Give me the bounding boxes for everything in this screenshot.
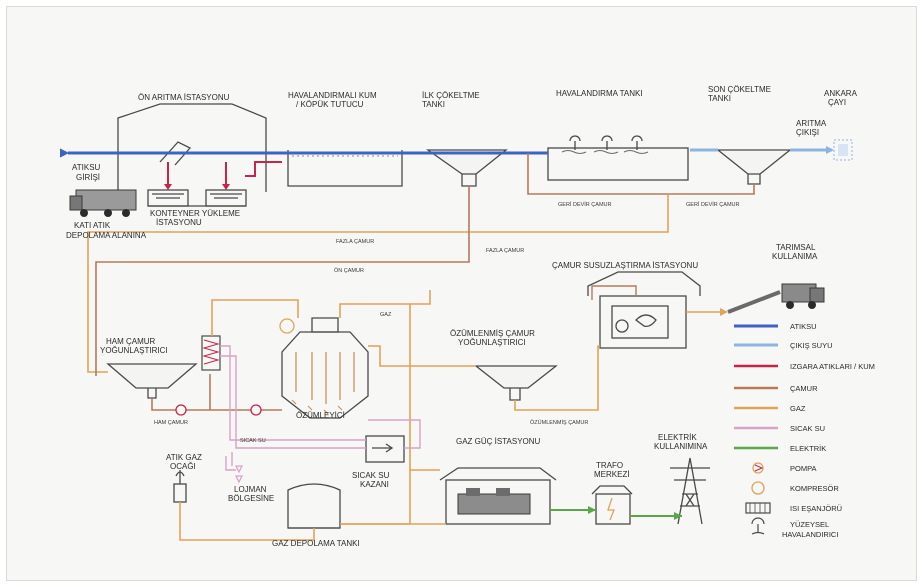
digested-sludge-thickener	[474, 365, 558, 389]
agri-truck-icon	[727, 283, 825, 314]
label-konteyner-2: İSTASYONU	[156, 218, 202, 227]
label-elektrik-2: KULLANIMINA	[654, 442, 708, 451]
raw-sludge-thickener	[106, 363, 198, 389]
power-pylon-icon	[670, 457, 710, 525]
label-gaz-guc: GAZ GÜÇ İSTASYONU	[456, 437, 541, 446]
legend-cikis: ÇIKIŞ SUYU	[790, 341, 833, 350]
label-sicak-su-small: SICAK SU	[240, 438, 266, 444]
gas-flare-icon	[173, 470, 187, 503]
label-kati-atik-2: DEPOLAMA ALANINA	[66, 231, 147, 240]
label-ham-camur-small: HAM ÇAMUR	[154, 420, 188, 426]
final-settling-tank	[716, 149, 792, 175]
label-gaz-small: GAZ	[380, 312, 392, 318]
label-gaz-depolama: GAZ DEPOLAMA TANKI	[272, 539, 360, 548]
dewatering-pump-icon	[615, 319, 629, 333]
lojman-outlet-icon	[235, 465, 243, 484]
label-on-camur: ÖN ÇAMUR	[334, 267, 364, 274]
label-lojman-2: BÖLGESİNE	[228, 494, 274, 503]
geri-devir-line	[527, 153, 755, 195]
label-geri-devir-1: GERİ DEVİR ÇAMUR	[558, 201, 612, 208]
legend-kompresor: KOMPRESÖR	[790, 484, 839, 493]
label-ozumleyici: ÖZÜMLEYİCİ	[296, 411, 345, 420]
label-atiksu-girisi-1: ATIKSU	[72, 163, 101, 172]
label-ham-camur-2: YOĞUNLAŞTIRICI	[100, 346, 168, 355]
legend-surface-aerator-icon	[751, 517, 765, 535]
label-kum-1: HAVALANDIRMALI KUM	[288, 91, 377, 100]
izgara-line	[167, 162, 227, 188]
label-trafo-1: TRAFO	[596, 461, 623, 470]
pump-icon	[250, 404, 262, 416]
label-son-1: SON ÇÖKELTME	[708, 85, 771, 94]
label-ilk-1: İLK ÇÖKELTME	[422, 91, 480, 100]
label-kum-2: / KÖPÜK TUTUCU	[296, 100, 364, 109]
label-ozumlenmis-small: ÖZÜMLENMİŞ ÇAMUR	[530, 419, 588, 426]
outlet-grid-icon	[833, 139, 853, 161]
surface-aerators	[561, 135, 649, 154]
gas-storage-tank	[287, 483, 341, 529]
legend-compressor-icon	[751, 481, 765, 495]
gaz-line	[339, 303, 411, 525]
label-geri-devir-2: GERİ DEVİR ÇAMUR	[686, 201, 740, 208]
on-aritma-building	[117, 103, 267, 192]
gas-power-station	[439, 467, 557, 525]
label-havalandirma: HAVALANDIRMA TANKI	[556, 89, 643, 98]
label-tarimsal-1: TARIMSAL	[776, 243, 816, 252]
label-kazan-2: KAZANI	[360, 480, 389, 489]
label-atik-gaz-2: OCAĞI	[170, 462, 196, 471]
legend-izgara: IZGARA ATIKLARI / KUM	[790, 362, 875, 371]
dewatering-building	[587, 271, 701, 296]
ozumlenmis-line	[368, 345, 476, 367]
label-ankara-1: ANKARA	[824, 89, 858, 98]
legend-atiksu: ATIKSU	[790, 322, 817, 331]
label-kazan-1: SICAK SU	[352, 471, 390, 480]
label-tarimsal-2: KULLANIMA	[772, 252, 818, 261]
hot-water-boiler	[365, 435, 405, 463]
pump-icon	[175, 404, 187, 416]
compressor-icon	[279, 318, 295, 334]
legend-camur: ÇAMUR	[790, 384, 818, 393]
legend-sicak-su: SICAK SU	[790, 424, 825, 433]
grit-chamber	[287, 150, 403, 187]
legend: ATIKSU ÇIKIŞ SUYU IZGARA ATIKLARI / KUM …	[734, 322, 875, 539]
on-camur-line	[95, 186, 470, 376]
container-loading	[147, 189, 247, 207]
aeration-tank	[547, 147, 689, 181]
label-atiksu-girisi-2: GİRİŞİ	[76, 173, 100, 182]
label-ozumlenmis-2: YOĞUNLAŞTIRICI	[458, 338, 526, 347]
label-aritma-cikis-2: ÇIKIŞI	[796, 128, 819, 137]
label-son-2: TANKI	[708, 94, 731, 103]
label-lojman-1: LOJMAN	[234, 485, 267, 494]
label-on-aritma: ÖN ARITMA İSTASYONU	[138, 93, 230, 102]
legend-yuzeysel-2: HAVALANDIRICI	[782, 530, 838, 539]
label-elektrik-1: ELEKTRİK	[658, 433, 697, 442]
label-konteyner-1: KONTEYNER YÜKLEME	[150, 209, 240, 218]
label-fazla-1: FAZLA ÇAMUR	[336, 239, 374, 245]
fazla-camur-line	[87, 194, 669, 373]
legend-gaz: GAZ	[790, 404, 806, 413]
legend-pompa: POMPA	[790, 464, 817, 473]
label-fazla-2: FAZLA ÇAMUR	[486, 248, 524, 254]
digester	[281, 317, 369, 419]
heat-exchanger-icon	[201, 335, 221, 371]
legend-isi: ISI EŞANJÖRÜ	[790, 504, 842, 513]
label-atik-gaz-1: ATIK GAZ	[166, 453, 202, 462]
transformer-station	[591, 485, 633, 525]
diagram-frame	[6, 6, 917, 581]
elektrik-line	[550, 509, 682, 517]
label-ankara-2: ÇAYI	[828, 98, 846, 107]
label-camur-susuz: ÇAMUR SUSUZLAŞTIRMA İSTASYONU	[552, 261, 698, 270]
legend-heat-exchanger-icon	[745, 502, 771, 514]
label-ilk-2: TANKI	[422, 100, 445, 109]
label-trafo-2: MERKEZİ	[594, 470, 630, 479]
label-ozumlenmis-1: ÖZÜMLENMİŞ ÇAMUR	[450, 329, 535, 338]
truck-icon	[69, 189, 137, 217]
label-ham-camur-1: HAM ÇAMUR	[106, 337, 156, 346]
label-aritma-cikis-1: ARITMA	[796, 119, 827, 128]
legend-yuzeysel-1: YÜZEYSEL	[790, 520, 829, 529]
legend-elektrik: ELEKTRİK	[790, 444, 826, 453]
label-kati-atik-1: KATI ATIK	[74, 221, 111, 230]
sicak-su-line	[220, 345, 421, 466]
